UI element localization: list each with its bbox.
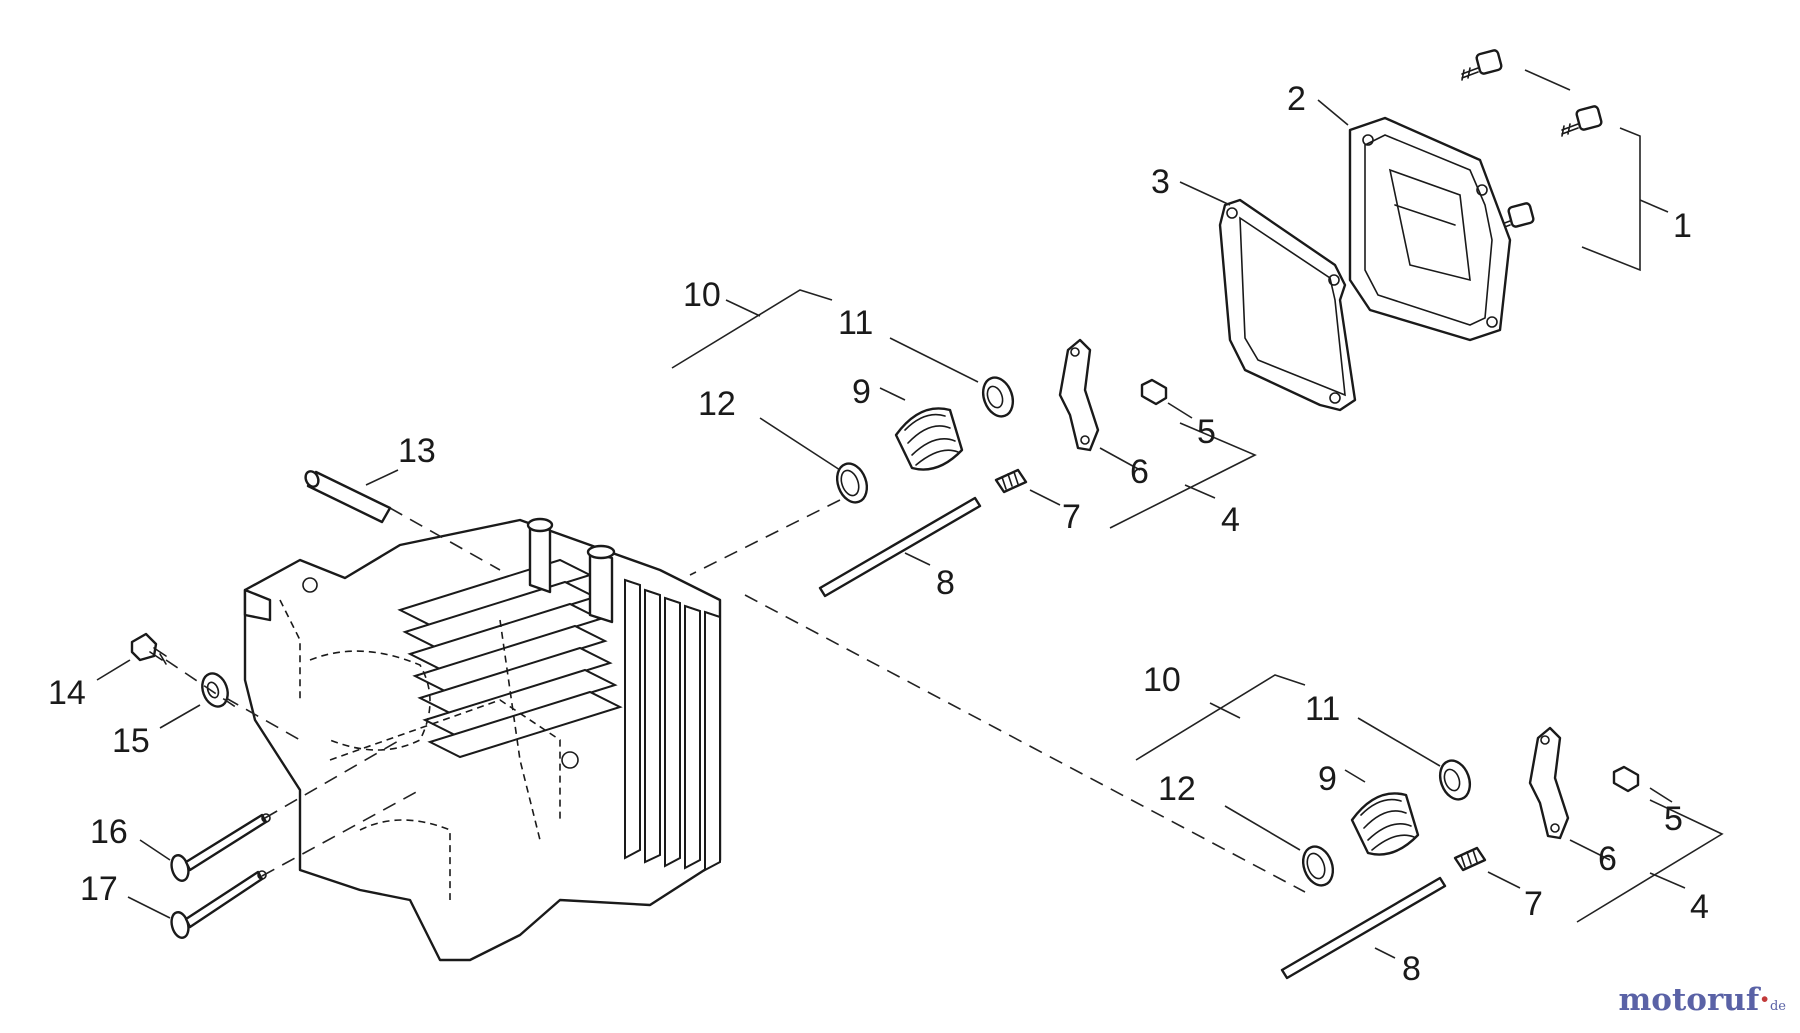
callout-labels: 1 2 3 10 11 9 12 5 6 4 7 8 13 14 15 16 1… (48, 80, 1709, 988)
callout-7-lower: 7 (1524, 885, 1543, 923)
callout-6-lower: 6 (1598, 840, 1617, 878)
callout-3: 3 (1151, 163, 1170, 201)
callout-5-upper: 5 (1197, 413, 1216, 451)
nut-upper (1140, 378, 1168, 406)
spring-retainer-upper (981, 376, 1015, 418)
callout-7-upper: 7 (1062, 498, 1081, 536)
side-fins (624, 578, 721, 872)
callout-1: 1 (1673, 207, 1692, 245)
callout-5-lower: 5 (1664, 800, 1683, 838)
plug-14 (130, 632, 167, 665)
adjuster-upper (994, 468, 1028, 494)
nut-lower (1612, 765, 1640, 793)
adjuster-lower (1453, 846, 1487, 872)
valve-spring-lower (1350, 792, 1420, 856)
push-rod-upper (818, 496, 982, 598)
washer-upper (835, 462, 869, 504)
callout-9-lower: 9 (1318, 760, 1337, 798)
callout-11-lower: 11 (1305, 690, 1340, 728)
gasket (1218, 198, 1357, 412)
callout-6-upper: 6 (1130, 453, 1149, 491)
bolt-1a (1461, 49, 1503, 81)
cylinder-head (243, 517, 722, 962)
callout-12-lower: 12 (1158, 770, 1196, 808)
callout-8-lower: 8 (1402, 950, 1421, 988)
cooling-fins (397, 558, 623, 759)
callout-15: 15 (112, 722, 150, 760)
callout-12-upper: 12 (698, 385, 736, 423)
watermark-name: motoruf (1618, 982, 1760, 1018)
valve-spring-upper (894, 407, 964, 471)
callout-2: 2 (1287, 80, 1306, 118)
watermark-dot: · (1759, 982, 1770, 1018)
watermark-tld: de (1769, 999, 1786, 1014)
callout-14: 14 (48, 674, 86, 712)
callout-4-upper: 4 (1221, 501, 1240, 539)
assembly-lines (165, 499, 1306, 893)
callout-10-upper: 10 (683, 276, 721, 314)
valve-17 (170, 870, 267, 939)
washer-lower (1301, 845, 1335, 887)
bolt-1b (1561, 105, 1603, 137)
callout-8-upper: 8 (936, 564, 955, 602)
leader-lines (96, 69, 1724, 959)
valve-16 (170, 813, 271, 882)
rocker-arm-lower (1528, 726, 1570, 840)
spring-retainer-lower (1438, 759, 1472, 801)
callout-17: 17 (80, 870, 118, 908)
callout-13: 13 (398, 432, 436, 470)
push-rod-lower (1280, 876, 1447, 980)
callout-16: 16 (90, 813, 128, 851)
callout-10-lower: 10 (1143, 661, 1181, 699)
seal-15 (201, 672, 229, 708)
valve-cover (1348, 116, 1512, 342)
pin-13 (304, 470, 392, 524)
rocker-arm-upper (1058, 338, 1100, 452)
callout-4-lower: 4 (1690, 888, 1709, 926)
callout-9-upper: 9 (852, 373, 871, 411)
callout-11-upper: 11 (838, 304, 873, 342)
watermark-logo: motoruf·de (1619, 982, 1787, 1018)
